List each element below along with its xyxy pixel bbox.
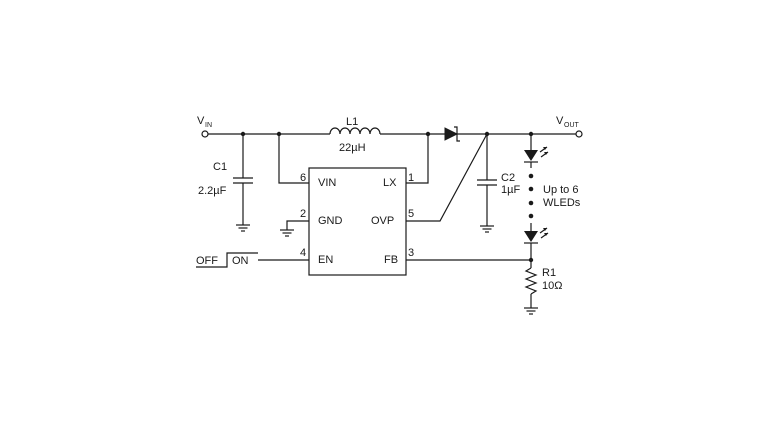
- switch-off-label: OFF: [196, 255, 218, 267]
- vin-label: V: [197, 115, 205, 127]
- r1-value: 10Ω: [542, 280, 562, 292]
- l1-name: L1: [346, 116, 358, 128]
- pin-num-1: 1: [408, 172, 414, 184]
- vout-label-sub: OUT: [564, 122, 580, 129]
- pin-num-2: 2: [300, 208, 306, 220]
- switch-on-label: ON: [232, 255, 249, 267]
- vout-label: V: [556, 115, 564, 127]
- c2-value: 1µF: [501, 184, 520, 196]
- pin-num-6: 6: [300, 172, 306, 184]
- pin-name-fb: FB: [384, 254, 398, 266]
- pin-name-en: EN: [318, 254, 333, 266]
- led-note-line1: Up to 6: [543, 184, 578, 196]
- l1-value: 22µH: [339, 142, 366, 154]
- resistor-r1: [524, 260, 538, 315]
- c1-name: C1: [213, 161, 227, 173]
- pin-num-5: 5: [408, 208, 414, 220]
- led-continuation-dots: [528, 173, 534, 219]
- inductor-l1: [329, 127, 381, 135]
- c1-value: 2.2µF: [198, 185, 227, 197]
- off-on-step: [196, 252, 258, 268]
- wire-ovp-pin: [406, 133, 488, 222]
- capacitor-c1: [233, 134, 253, 232]
- wire-lx-pin: [406, 134, 429, 184]
- pin-name-ovp: OVP: [371, 215, 394, 227]
- led-top: [524, 146, 549, 163]
- pin-name-vin: VIN: [318, 177, 336, 189]
- wire-vin-pin: [278, 134, 309, 184]
- c2-name: C2: [501, 172, 515, 184]
- vin-label-sub: IN: [205, 122, 212, 129]
- led-bottom: [524, 227, 549, 244]
- capacitor-c2: [477, 134, 497, 233]
- ground-gnd-pin: [280, 220, 309, 237]
- pin-num-4: 4: [300, 247, 306, 259]
- r1-name: R1: [542, 267, 556, 279]
- pin-name-gnd: GND: [318, 215, 343, 227]
- pin-name-lx: LX: [383, 177, 397, 189]
- pin-num-3: 3: [408, 247, 414, 259]
- vout-terminal: V OUT: [556, 115, 583, 138]
- led-note-line2: WLEDs: [543, 197, 581, 209]
